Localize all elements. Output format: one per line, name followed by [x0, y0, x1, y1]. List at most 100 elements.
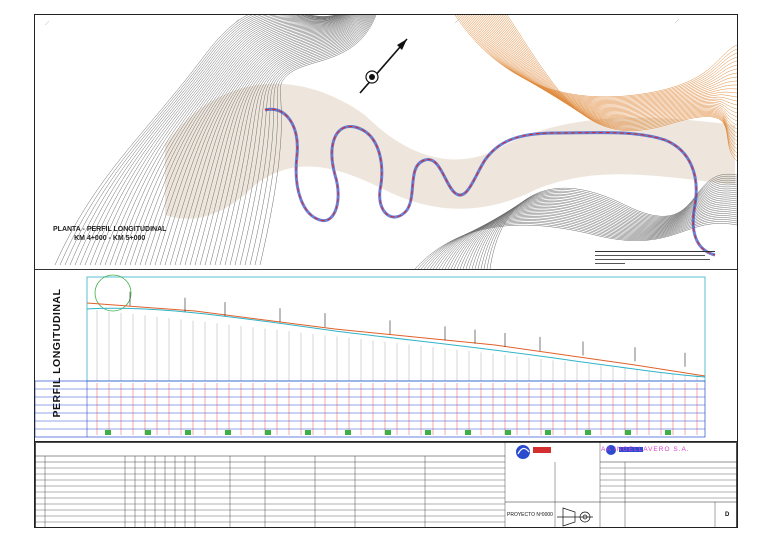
band-marker	[665, 430, 671, 435]
contour-line	[104, 15, 346, 266]
contour-line	[179, 15, 361, 266]
band-marker	[425, 430, 431, 435]
plan-title-line2: KM 4+000 - KM 5+000	[74, 235, 146, 242]
band-marker	[345, 430, 351, 435]
contour-line-orange	[460, 15, 737, 101]
contour-line-orange	[490, 15, 737, 126]
plan-notes	[595, 251, 735, 264]
contour-line-orange	[467, 15, 737, 106]
band-marker	[225, 430, 231, 435]
contour-line	[244, 15, 374, 266]
profile-grid	[96, 310, 698, 381]
band-marker	[465, 430, 471, 435]
contour-line-orange	[454, 15, 737, 98]
contour-line-orange	[478, 15, 737, 113]
plan-title-line1: PLANTA - PERFIL LONGITUDINAL	[53, 226, 167, 233]
contour-line	[64, 15, 338, 266]
band-marker	[585, 430, 591, 435]
contour-line-orange	[474, 15, 737, 110]
contour-line	[199, 15, 365, 266]
drawing-sheet: PLANTA - PERFIL LONGITUDINAL KM 4+000 - …	[34, 14, 738, 528]
band-marker	[305, 430, 311, 435]
contour-line	[134, 15, 352, 266]
contour-line	[119, 15, 349, 266]
contour-line-orange	[472, 15, 737, 109]
contour-line	[149, 15, 355, 266]
contour-line-orange	[506, 15, 737, 162]
contour-line-orange	[485, 15, 737, 117]
contour-line-orange	[497, 15, 737, 142]
contour-line-orange	[461, 15, 737, 102]
north-arrow-icon	[359, 38, 408, 94]
contour-line	[462, 191, 737, 269]
projection-symbol-icon	[557, 507, 593, 527]
band-marker	[385, 430, 391, 435]
contour-line	[239, 15, 373, 266]
contour-line-orange	[458, 15, 737, 100]
contour-line	[74, 15, 340, 266]
contour-line	[224, 15, 370, 266]
contour-line	[204, 15, 366, 266]
contour-line	[79, 15, 341, 266]
ground-line	[86, 307, 706, 378]
contour-line	[139, 15, 353, 266]
contour-lines	[54, 15, 737, 269]
contour-line-orange	[496, 15, 737, 138]
contour-line	[459, 193, 737, 269]
contour-line	[453, 197, 737, 269]
band-marker	[545, 430, 551, 435]
contour-line-orange	[479, 15, 737, 114]
band-marker	[185, 430, 191, 435]
contour-line-orange	[456, 15, 737, 99]
contour-line	[144, 15, 354, 266]
grade-line	[86, 302, 706, 377]
sheet-number: D	[725, 512, 730, 518]
contour-line	[259, 15, 377, 266]
contour-line	[214, 15, 368, 266]
station-markers	[129, 291, 686, 367]
contour-line	[219, 15, 369, 266]
contour-line	[184, 15, 362, 266]
band-marker	[265, 430, 271, 435]
profile-data-bands	[35, 380, 706, 438]
ministry-logo-icon	[606, 445, 643, 455]
contour-line	[154, 15, 356, 266]
profile-drawing	[35, 274, 706, 438]
contour-line	[249, 15, 375, 266]
title-block-grid	[35, 442, 737, 527]
brand-name: AA INGELLAVERO S.A.	[601, 446, 690, 453]
plan-drawing	[44, 15, 737, 269]
company-logo-icon	[516, 445, 551, 459]
grid-ticks	[44, 18, 680, 26]
contour-line	[209, 15, 367, 266]
contour-line-orange	[470, 15, 737, 108]
contour-line	[441, 205, 737, 269]
profile-frame	[86, 276, 706, 382]
contour-line	[450, 199, 737, 269]
contour-line-orange	[488, 15, 737, 122]
contour-lines-orange	[454, 15, 737, 162]
contour-line	[159, 15, 357, 266]
longitudinal-profile: PERFIL LONGITUDINAL	[35, 271, 737, 439]
contour-line	[465, 189, 737, 269]
contour-line	[99, 15, 345, 266]
contour-line	[94, 15, 344, 266]
contour-line-orange	[476, 15, 737, 111]
contour-line	[69, 15, 339, 266]
contour-line	[189, 15, 363, 266]
contour-line-orange	[465, 15, 737, 105]
contour-line	[89, 15, 343, 266]
contour-line	[169, 15, 359, 266]
band-marker	[105, 430, 111, 435]
band-ticks	[96, 383, 698, 435]
plan-view: PLANTA - PERFIL LONGITUDINAL KM 4+000 - …	[35, 15, 737, 270]
plan-title: PLANTA - PERFIL LONGITUDINAL KM 4+000 - …	[53, 225, 166, 243]
contour-line	[174, 15, 360, 266]
contour-line	[109, 15, 347, 266]
contour-line	[124, 15, 350, 266]
contour-line	[59, 15, 337, 266]
contour-line	[254, 15, 376, 266]
contour-line	[114, 15, 348, 266]
contour-line	[84, 15, 342, 266]
contour-line-orange	[499, 15, 737, 146]
